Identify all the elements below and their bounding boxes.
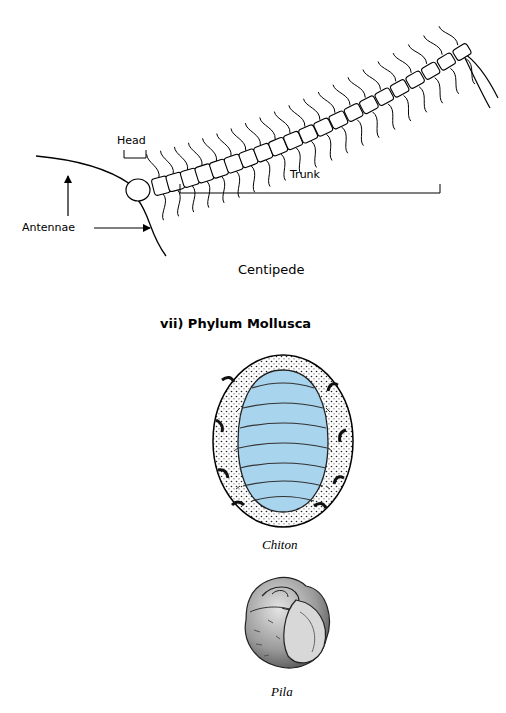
centipede-part xyxy=(147,154,160,178)
figure-caption: Pila xyxy=(271,684,293,700)
centipede-part xyxy=(348,77,365,97)
centipede-part xyxy=(333,85,350,106)
pila-shell-drawing xyxy=(245,577,329,667)
centipede-drawing xyxy=(36,26,498,256)
centipede-part xyxy=(327,134,332,160)
centipede-part xyxy=(174,147,187,170)
centipede-part xyxy=(419,87,427,113)
figure-caption: Chiton xyxy=(262,537,297,553)
centipede-part xyxy=(435,78,443,103)
centipede-part xyxy=(462,52,490,108)
section-heading: vii) Phylum Mollusca xyxy=(160,316,311,332)
centipede-part xyxy=(260,118,275,140)
centipede-part xyxy=(161,151,174,174)
centipede-part xyxy=(236,171,239,198)
centipede-part xyxy=(207,181,210,208)
centipede-part xyxy=(126,179,150,201)
trunk-bracket xyxy=(180,184,440,193)
centipede-part xyxy=(217,134,231,157)
part-label: Trunk xyxy=(290,168,320,181)
head-bracket xyxy=(124,150,146,158)
centipede-part xyxy=(311,141,316,167)
centipede-part xyxy=(245,123,260,145)
centipede-part xyxy=(424,35,443,54)
centipede-part xyxy=(357,120,363,146)
centipede-part xyxy=(462,52,498,98)
centipede-part xyxy=(289,105,305,126)
centipede-part xyxy=(342,127,348,153)
part-label: Antennae xyxy=(22,221,75,234)
centipede-part xyxy=(192,185,195,212)
centipede-part xyxy=(373,112,380,138)
centipede-part xyxy=(318,92,335,113)
centipede-part xyxy=(452,43,472,62)
centipede-part xyxy=(304,99,320,120)
leader-arrow xyxy=(94,227,150,228)
centipede-part xyxy=(177,190,180,217)
centipede-part xyxy=(404,95,411,121)
chiton-drawing xyxy=(213,355,353,527)
centipede-part xyxy=(378,61,396,81)
centipede-part xyxy=(436,52,456,71)
centipede-part xyxy=(388,104,395,130)
centipede-part xyxy=(363,70,381,90)
centipede-part xyxy=(188,143,202,166)
centipede-part xyxy=(266,160,270,186)
centipede-part xyxy=(393,53,411,73)
centipede-part xyxy=(163,194,166,221)
leader-arrow xyxy=(67,176,68,216)
part-label: Head xyxy=(117,134,146,147)
centipede-part xyxy=(203,138,217,161)
centipede-part xyxy=(450,68,458,93)
centipede-part xyxy=(408,44,426,63)
centipede-part xyxy=(421,61,441,80)
centipede-part xyxy=(439,26,458,45)
centipede-part xyxy=(281,154,285,180)
centipede-part xyxy=(222,176,225,203)
centipede-part xyxy=(231,129,246,151)
figure-caption: Centipede xyxy=(238,262,305,278)
centipede-part xyxy=(36,156,130,184)
centipede-part xyxy=(251,166,254,192)
centipede-part xyxy=(274,112,290,134)
